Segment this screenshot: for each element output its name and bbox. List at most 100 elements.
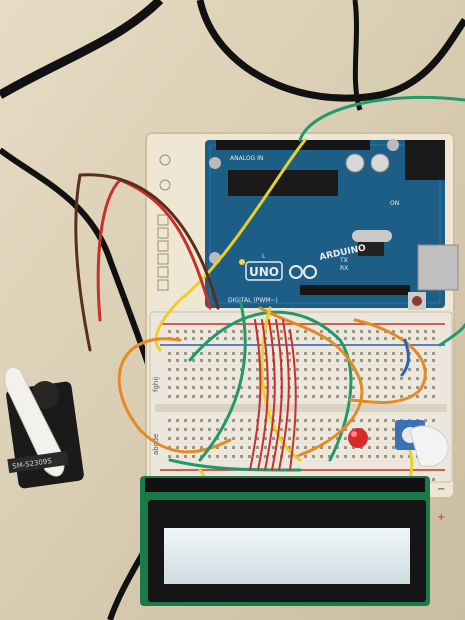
breadboard-hole (320, 368, 323, 371)
wire-green (188, 310, 353, 462)
breadboard-hole (176, 368, 179, 371)
breadboard-hole (352, 330, 355, 333)
crystal (352, 230, 392, 242)
breadboard-hole (168, 377, 171, 380)
breadboard-hole (248, 419, 251, 422)
wire-green (438, 323, 465, 347)
breadboard-hole (392, 377, 395, 380)
breadboard-hole (296, 419, 299, 422)
breadboard-hole (328, 395, 331, 398)
breadboard-hole (200, 419, 203, 422)
breadboard-hole (248, 386, 251, 389)
breadboard-hole (296, 330, 299, 333)
breadboard-hole (304, 455, 307, 458)
breadboard-hole (416, 337, 419, 340)
breadboard-hole (240, 330, 243, 333)
breadboard-hole (200, 377, 203, 380)
uno-badge (245, 261, 283, 281)
breadboard-hole (280, 337, 283, 340)
breadboard-hole (224, 446, 227, 449)
breadboard-hole (192, 352, 195, 355)
breadboard-hole (288, 428, 291, 431)
breadboard-hole (368, 330, 371, 333)
atmega-chip (228, 170, 338, 196)
breadboard-hole (328, 368, 331, 371)
breadboard-hole (248, 330, 251, 333)
potentiometer (395, 420, 449, 467)
breadboard-hole (368, 359, 371, 362)
breadboard-hole (432, 478, 435, 481)
breadboard-hole (288, 419, 291, 422)
breadboard-hole (256, 455, 259, 458)
breadboard-hole (208, 395, 211, 398)
breadboard-hole (336, 428, 339, 431)
breadboard-hole (320, 359, 323, 362)
breadboard-hole (336, 330, 339, 333)
breadboard-hole (384, 352, 387, 355)
breadboard-hole (384, 446, 387, 449)
breadboard-hole (360, 446, 363, 449)
power-cable (196, 0, 465, 102)
breadboard-hole (272, 437, 275, 440)
breadboard-hole (232, 437, 235, 440)
breadboard-hole (256, 386, 259, 389)
breadboard-hole (432, 377, 435, 380)
breadboard-hole (280, 352, 283, 355)
arduino-logo-icon (289, 265, 317, 279)
pot-knob (409, 425, 449, 467)
breadboard-hole (272, 395, 275, 398)
breadboard-hole (304, 352, 307, 355)
breadboard-hole (272, 428, 275, 431)
breadboard-hole (408, 330, 411, 333)
breadboard-hole (200, 352, 203, 355)
breadboard-hole (312, 386, 315, 389)
breadboard-hole (392, 395, 395, 398)
breadboard-hole (392, 330, 395, 333)
breadboard-hole (344, 377, 347, 380)
breadboard-hole (176, 437, 179, 440)
breadboard-hole (360, 455, 363, 458)
wire-orange (258, 306, 364, 457)
breadboard-hole (352, 337, 355, 340)
breadboard-hole (224, 395, 227, 398)
breadboard-hole (432, 386, 435, 389)
breadboard-hole (320, 352, 323, 355)
breadboard-hole (304, 330, 307, 333)
breadboard-hole (232, 352, 235, 355)
breadboard-hole (416, 386, 419, 389)
breadboard-hole (272, 455, 275, 458)
breadboard-hole (224, 352, 227, 355)
breadboard-hole (400, 455, 403, 458)
breadboard-hole (232, 330, 235, 333)
breadboard-hole (328, 455, 331, 458)
breadboard-hole (248, 337, 251, 340)
breadboard-hole (208, 368, 211, 371)
breadboard-hole (368, 446, 371, 449)
breadboard-hole (400, 395, 403, 398)
breadboard-hole (176, 359, 179, 362)
breadboard-hole (384, 395, 387, 398)
breadboard-hole (216, 428, 219, 431)
breadboard-hole (280, 330, 283, 333)
l-label: L (262, 253, 266, 260)
breadboard-hole (336, 368, 339, 371)
breadboard-hole (304, 419, 307, 422)
breadboard-hole (432, 395, 435, 398)
breadboard-hole (288, 455, 291, 458)
breadboard-hole (336, 455, 339, 458)
breadboard-hole (248, 455, 251, 458)
breadboard-hole (312, 428, 315, 431)
breadboard-hole (328, 446, 331, 449)
status-led (239, 259, 245, 265)
breadboard-hole (400, 359, 403, 362)
rail-plus-label: + (437, 512, 445, 523)
breadboard-hole (336, 377, 339, 380)
breadboard-hole (168, 428, 171, 431)
breadboard-hole (424, 352, 427, 355)
breadboard-hole (384, 455, 387, 458)
red-led (348, 428, 368, 448)
breadboard-hole (288, 446, 291, 449)
breadboard-hole (360, 330, 363, 333)
col-letters-top: fghij (152, 377, 160, 392)
breadboard-hole (312, 377, 315, 380)
